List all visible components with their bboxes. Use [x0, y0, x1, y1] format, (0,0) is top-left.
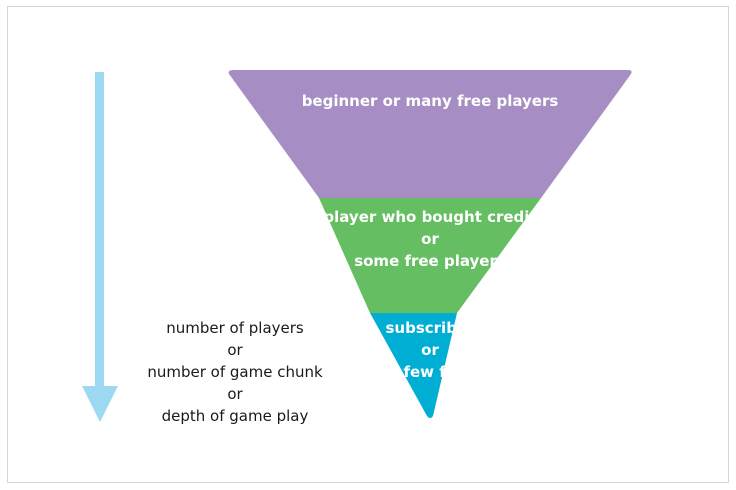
tier-bottom-shape	[370, 313, 457, 418]
tier-top-label: beginner or many free players	[301, 92, 559, 110]
axis-description: number of players or number of game chun…	[147, 319, 323, 425]
arrow-shaft	[95, 72, 104, 388]
tier-middle-shape	[319, 198, 541, 313]
tier-middle-label: player who bought credit or some free pl…	[323, 208, 537, 270]
tier-bottom-label: subscriber or few fp	[385, 319, 475, 381]
tier-top-shape	[228, 70, 632, 198]
arrow-head	[82, 386, 118, 422]
